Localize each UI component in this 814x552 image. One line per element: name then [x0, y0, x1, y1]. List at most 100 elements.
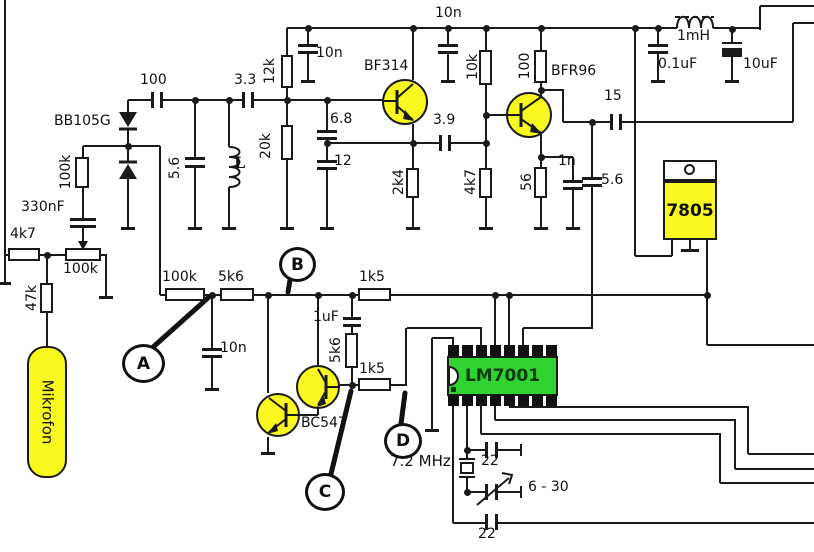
wire: [267, 295, 269, 393]
ground-stub: [681, 249, 699, 252]
capacitor-10n: [438, 51, 458, 54]
wire: [542, 89, 564, 91]
wire: [453, 522, 485, 524]
label-c1n: 1n: [558, 153, 576, 169]
capacitor-330nF: [70, 225, 96, 228]
resistor-5k6-vertical: [345, 333, 358, 368]
wire: [194, 100, 196, 157]
label-c6.8: 6.8: [330, 111, 353, 127]
capacitor-10n: [298, 44, 318, 47]
wire: [480, 328, 482, 346]
junction-dot: [209, 292, 216, 299]
microphone-body: [27, 346, 67, 478]
wire: [719, 434, 721, 483]
junction-dot: [265, 292, 272, 299]
wire: [734, 420, 736, 469]
label-c10n-bias: 10n: [316, 45, 343, 61]
junction-dot: [125, 143, 132, 150]
resistor-5k6: [220, 288, 254, 301]
ic-pin: [490, 395, 501, 406]
microphone-label: Mikrofon: [38, 379, 57, 445]
capacitor-10uF: [722, 48, 742, 57]
ground-stub: [725, 80, 739, 83]
capacitor-5.6: [185, 157, 205, 160]
label-r1k5-a: 1k5: [359, 269, 385, 285]
junction-dot: [410, 25, 417, 32]
junction-dot: [506, 292, 513, 299]
wire: [300, 414, 318, 416]
wire: [748, 453, 814, 455]
capacitor-10uF: [722, 42, 742, 44]
wire: [523, 327, 593, 329]
wire: [163, 99, 242, 101]
capacitor-22-a: [495, 442, 498, 458]
wire: [317, 295, 319, 365]
wire: [747, 407, 749, 454]
label-c12: 12: [334, 153, 352, 169]
resistor-1k5-b: [358, 378, 391, 391]
capacitor-1uF: [343, 324, 361, 327]
wire: [793, 22, 814, 24]
ic-pin: [504, 345, 515, 356]
ic-pin: [504, 395, 515, 406]
wire: [731, 30, 733, 43]
resistor-4k7-mic: [8, 248, 40, 261]
pointer-a: [149, 294, 212, 351]
capacitor-10n-af: [202, 355, 222, 358]
resistor-4k7: [479, 168, 492, 198]
wire: [467, 449, 485, 451]
label-330nf: 330nF: [21, 199, 65, 215]
wire: [735, 468, 814, 470]
ground-stub: [406, 227, 420, 230]
wire: [128, 99, 151, 101]
inductor-1mH: [676, 15, 714, 29]
wire: [657, 29, 659, 45]
transistor-bc547-1: [256, 393, 300, 437]
junction-dot: [192, 97, 199, 104]
wire: [405, 328, 407, 385]
pointer-c: [328, 388, 354, 477]
capacitor-0.1uF: [648, 51, 668, 54]
junction-dot: [538, 87, 545, 94]
ground-stub: [320, 227, 334, 230]
capacitor-1n: [563, 187, 583, 190]
ground-stub: [121, 227, 135, 230]
junction-dot: [445, 25, 452, 32]
capacitor-0.1uF: [648, 44, 668, 47]
junction-dot: [349, 382, 356, 389]
label-c100: 100: [140, 72, 167, 88]
wire: [563, 121, 610, 123]
ground-stub: [222, 227, 236, 230]
wire: [509, 406, 749, 408]
label-c10n-rail: 10n: [435, 5, 462, 21]
junction-dot: [324, 97, 331, 104]
wire: [5, 254, 9, 256]
varactor-diode-bottom: [119, 164, 137, 179]
wire: [100, 254, 107, 256]
transistor-bf314: [382, 79, 428, 125]
capacitor-12: [317, 167, 337, 170]
label-r12k: 12k: [262, 58, 278, 84]
test-point-a: A: [122, 344, 165, 383]
wire: [486, 114, 507, 116]
junction-dot: [349, 292, 356, 299]
wire: [731, 57, 733, 80]
resistor-56: [534, 167, 547, 198]
wire: [83, 145, 160, 147]
wire: [286, 160, 288, 227]
ic-pin: [532, 395, 543, 406]
capacitor-3.3: [242, 92, 245, 108]
label-crystal-freq: 7.2 MHz: [390, 452, 451, 470]
wire: [657, 51, 659, 80]
junction-dot: [589, 119, 596, 126]
ic-pin: [532, 345, 543, 356]
label-10uf: 10uF: [743, 56, 778, 72]
resistor-47k: [40, 283, 53, 313]
ic-pin: [546, 395, 557, 406]
ground-stub: [261, 452, 275, 455]
junction-dot: [464, 489, 471, 496]
capacitor-5.6-pll: [582, 177, 602, 180]
ground-stub: [0, 282, 11, 285]
test-point-c: C: [305, 473, 345, 511]
